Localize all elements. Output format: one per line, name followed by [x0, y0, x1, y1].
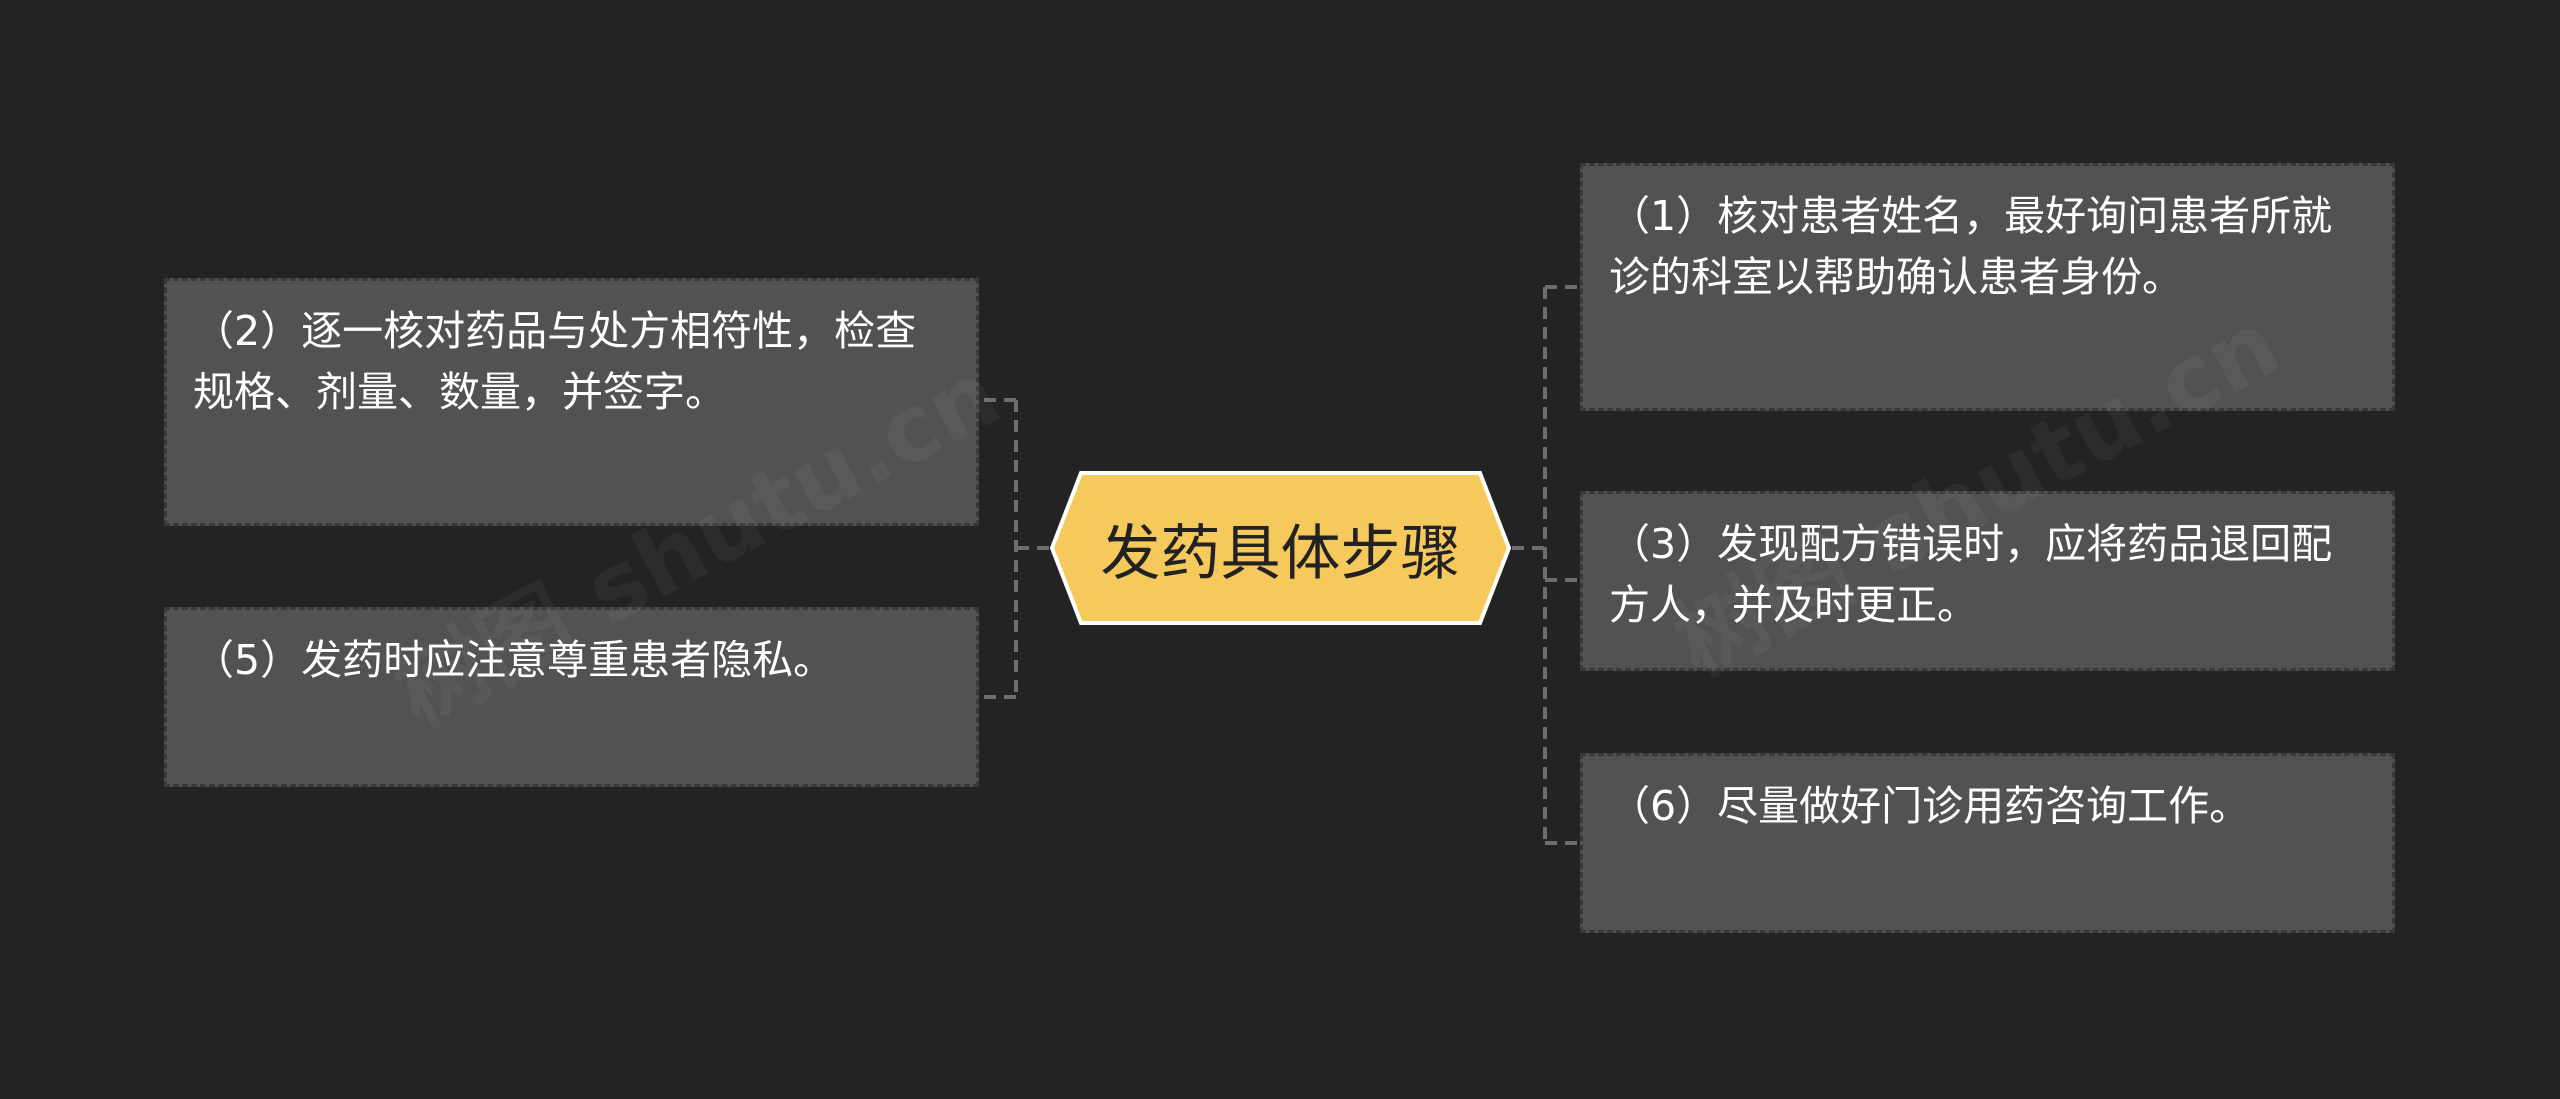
node-step6[interactable]: （6）尽量做好门诊用药咨询工作。: [1580, 753, 2395, 933]
connector-left-trunk: [1014, 400, 1049, 697]
node-step1-text: （1）核对患者姓名，最好询问患者所就诊的科室以帮助确认患者身份。: [1609, 192, 2333, 301]
central-topic-label: 发药具体步骤: [1100, 518, 1461, 589]
node-step5-text: （5）发药时应注意尊重患者隐私。: [193, 636, 835, 684]
node-step3[interactable]: （3）发现配方错误时，应将药品退回配方人，并及时更正。: [1580, 491, 2395, 671]
node-step1[interactable]: （1）核对患者姓名，最好询问患者所就诊的科室以帮助确认患者身份。: [1580, 163, 2395, 411]
connector-right-trunk: [1512, 287, 1547, 843]
node-step5[interactable]: （5）发药时应注意尊重患者隐私。: [164, 607, 979, 787]
central-topic[interactable]: 发药具体步骤: [1049, 470, 1512, 626]
node-step2[interactable]: （2）逐一核对药品与处方相符性，检查规格、剂量、数量，并签字。: [164, 278, 979, 526]
node-step6-text: （6）尽量做好门诊用药咨询工作。: [1609, 782, 2251, 830]
central-topic-shape: [1049, 471, 1512, 625]
node-step3-text: （3）发现配方错误时，应将药品退回配方人，并及时更正。: [1609, 520, 2333, 629]
node-step2-text: （2）逐一核对药品与处方相符性，检查规格、剂量、数量，并签字。: [193, 307, 917, 416]
